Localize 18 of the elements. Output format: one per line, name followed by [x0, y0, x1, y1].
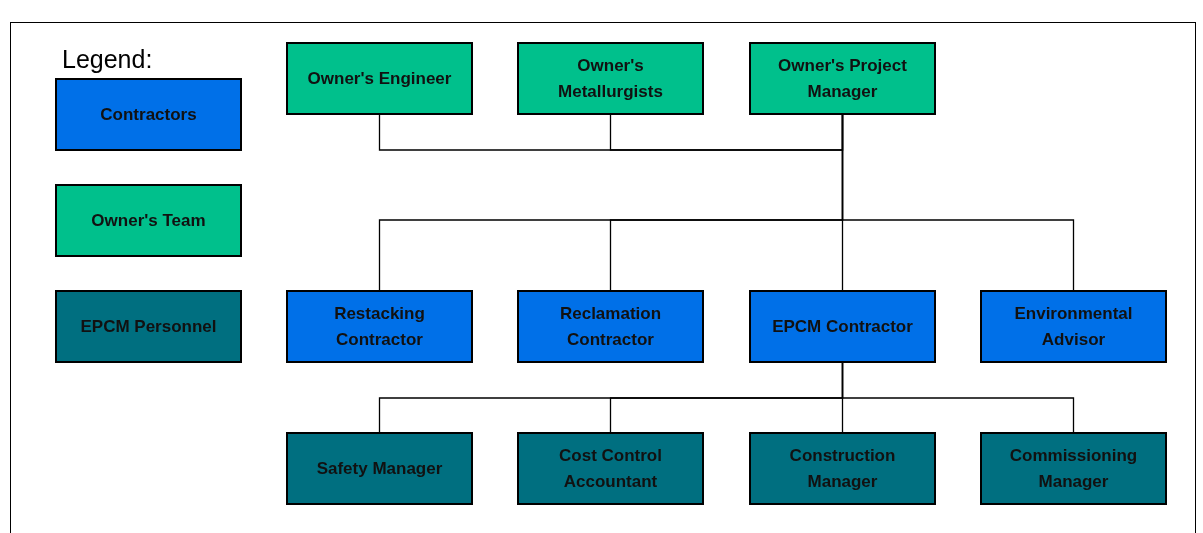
legend-swatch: Contractors — [55, 78, 242, 151]
role-box: Commissioning Manager — [980, 432, 1167, 505]
role-box: Reclamation Contractor — [517, 290, 704, 363]
connector-line — [609, 114, 844, 151]
legend-heading: Legend: — [62, 44, 153, 74]
connector-line — [841, 362, 1075, 433]
connector-line — [841, 114, 1075, 291]
legend-swatch: EPCM Personnel — [55, 290, 242, 363]
legend-swatch: Owner's Team — [55, 184, 242, 257]
role-box: Owner's Metallurgists — [517, 42, 704, 115]
role-box: Cost Control Accountant — [517, 432, 704, 505]
role-box: Owner's Engineer — [286, 42, 473, 115]
role-box: Environmental Advisor — [980, 290, 1167, 363]
role-box: Construction Manager — [749, 432, 936, 505]
role-box: Owner's Project Manager — [749, 42, 936, 115]
role-box: EPCM Contractor — [749, 290, 936, 363]
role-box: Safety Manager — [286, 432, 473, 505]
role-box: Restacking Contractor — [286, 290, 473, 363]
